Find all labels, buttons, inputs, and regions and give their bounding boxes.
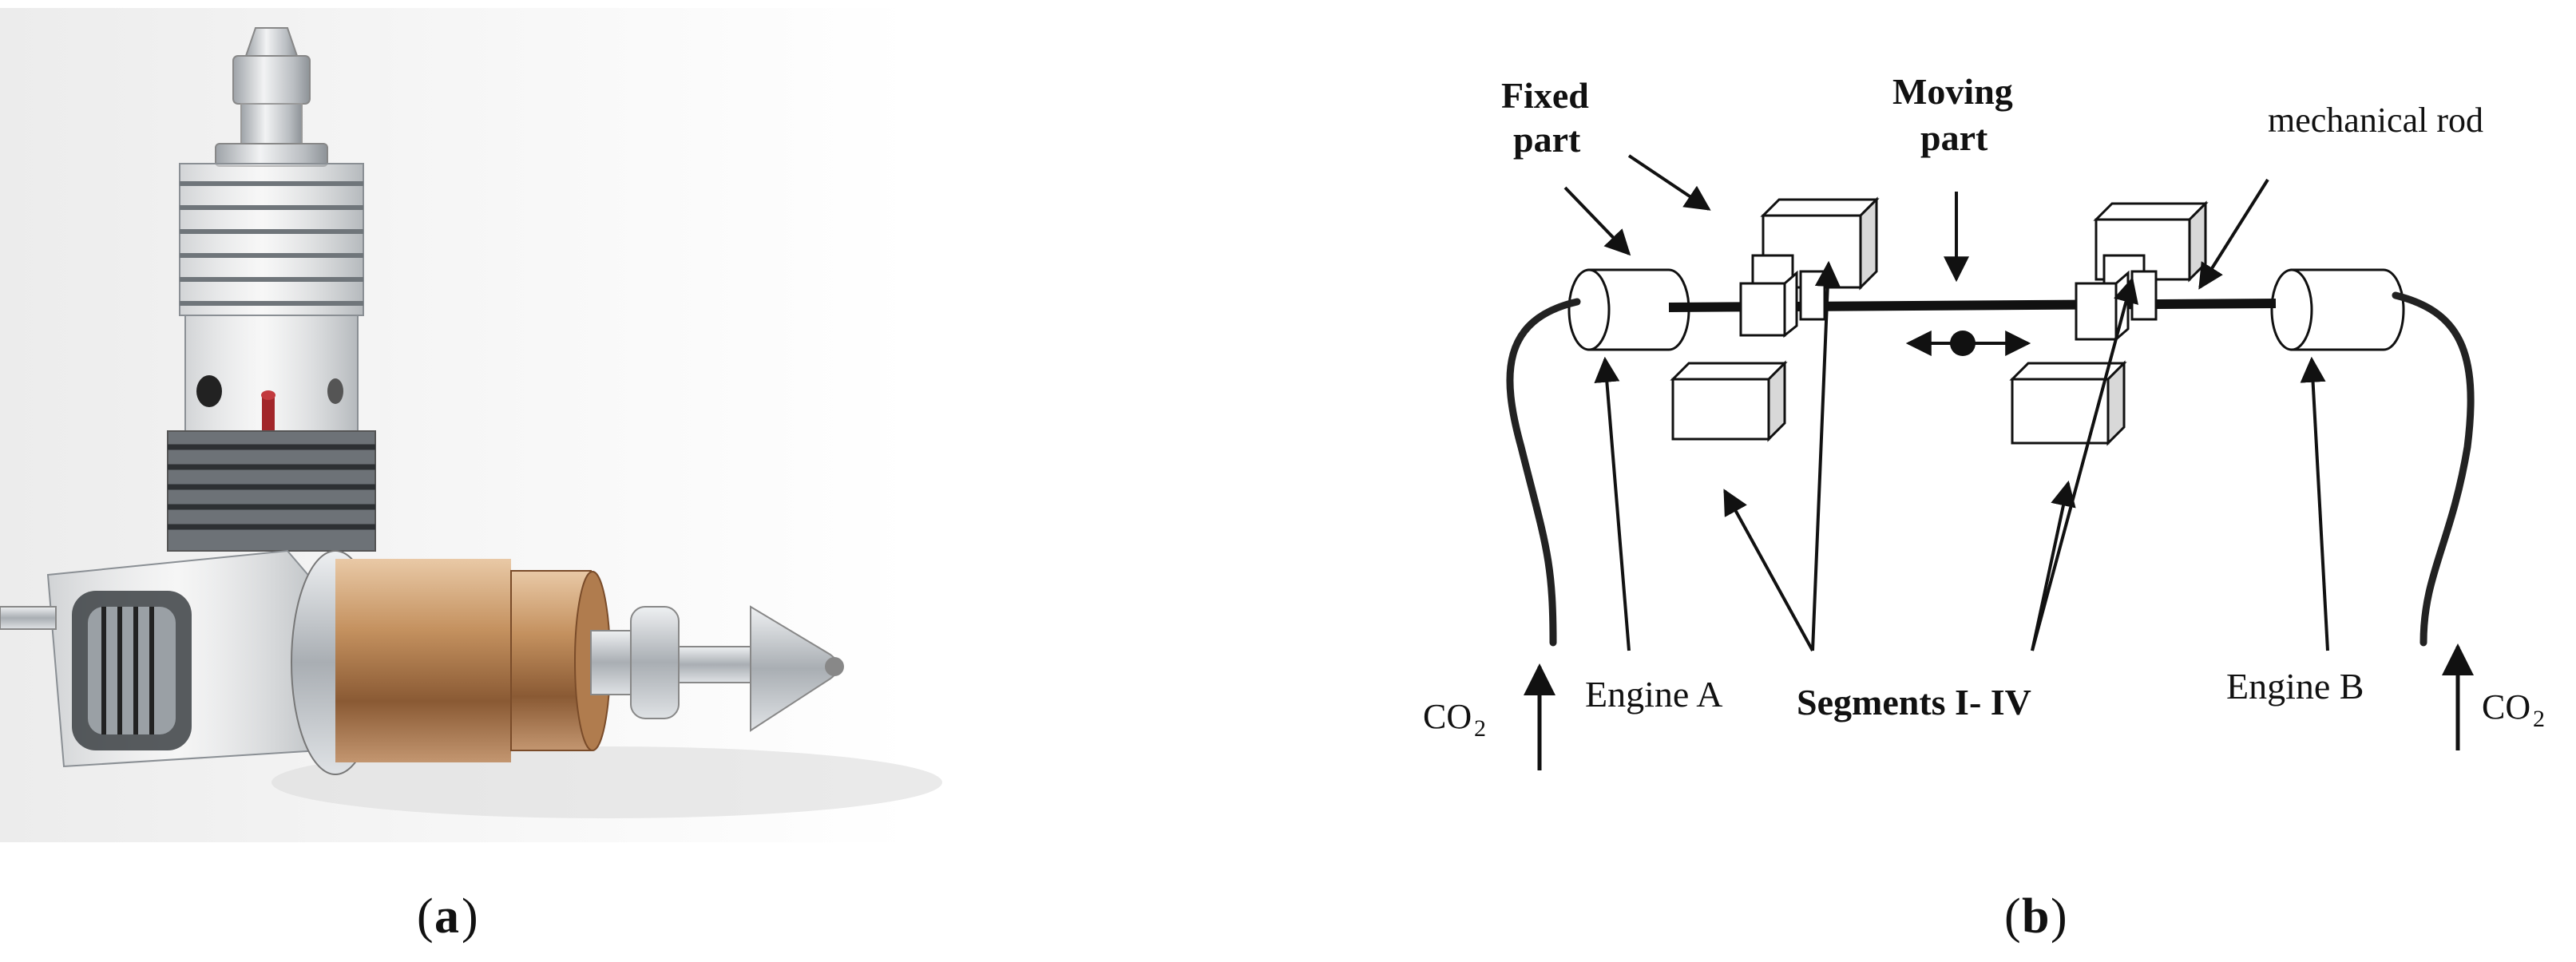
co2-hose-right: [2396, 295, 2471, 643]
co2-right-subscript: 2: [2533, 706, 2545, 732]
label-co2-left: CO 2: [1423, 697, 1486, 742]
label-segments: Segments I- IV: [1797, 682, 2031, 722]
schematic-diagram: Fixed part Moving part mechanical rod En…: [1423, 71, 2545, 770]
arrow-engine-b: [2312, 359, 2328, 651]
motion-indicator: [1908, 331, 2028, 356]
engine-b-cylinder: [2272, 270, 2404, 350]
co2-right-main: CO: [2482, 687, 2530, 726]
caption-b-close: ): [2051, 889, 2067, 944]
label-moving-line1: Moving: [1892, 71, 2013, 112]
label-fixed-line2: part: [1513, 119, 1581, 160]
caption-a-open: (: [417, 889, 434, 944]
caption-b: ( b ): [2004, 889, 2067, 944]
caption-a: ( a ): [417, 889, 478, 944]
caption-b-letter: b: [2022, 889, 2049, 944]
label-mechanical-rod: mechanical rod: [2268, 101, 2483, 140]
label-engine-a: Engine A: [1585, 674, 1722, 715]
co2-left-main: CO: [1423, 697, 1472, 736]
label-moving-line2: part: [1920, 117, 1988, 158]
label-co2-right: CO 2: [2482, 687, 2545, 732]
cylinder-icon: [185, 315, 358, 435]
co2-left-subscript: 2: [1474, 715, 1486, 742]
caption-a-letter: a: [434, 889, 459, 944]
arrow-engine-a: [1605, 359, 1629, 651]
arrow-fixed-1: [1629, 156, 1709, 209]
segment-box-bottom-left: [1673, 363, 1785, 439]
crankcase-fins-icon: [168, 431, 375, 551]
arrow-segment-1: [1725, 491, 1813, 651]
copper-sleeve-icon: [291, 551, 610, 774]
co2-hose-left: [1510, 302, 1577, 643]
arrow-fixed-2: [1565, 188, 1629, 254]
caption-b-open: (: [2004, 889, 2021, 944]
label-fixed-line1: Fixed: [1501, 75, 1589, 116]
moving-block-right: [2076, 255, 2156, 339]
caption-a-close: ): [462, 889, 478, 944]
cylinder-head-icon: [180, 164, 363, 315]
label-engine-b: Engine B: [2226, 666, 2364, 707]
engine-rendering: [0, 8, 942, 842]
arrow-segment-2: [1813, 263, 1829, 651]
arrow-rod: [2200, 180, 2268, 287]
